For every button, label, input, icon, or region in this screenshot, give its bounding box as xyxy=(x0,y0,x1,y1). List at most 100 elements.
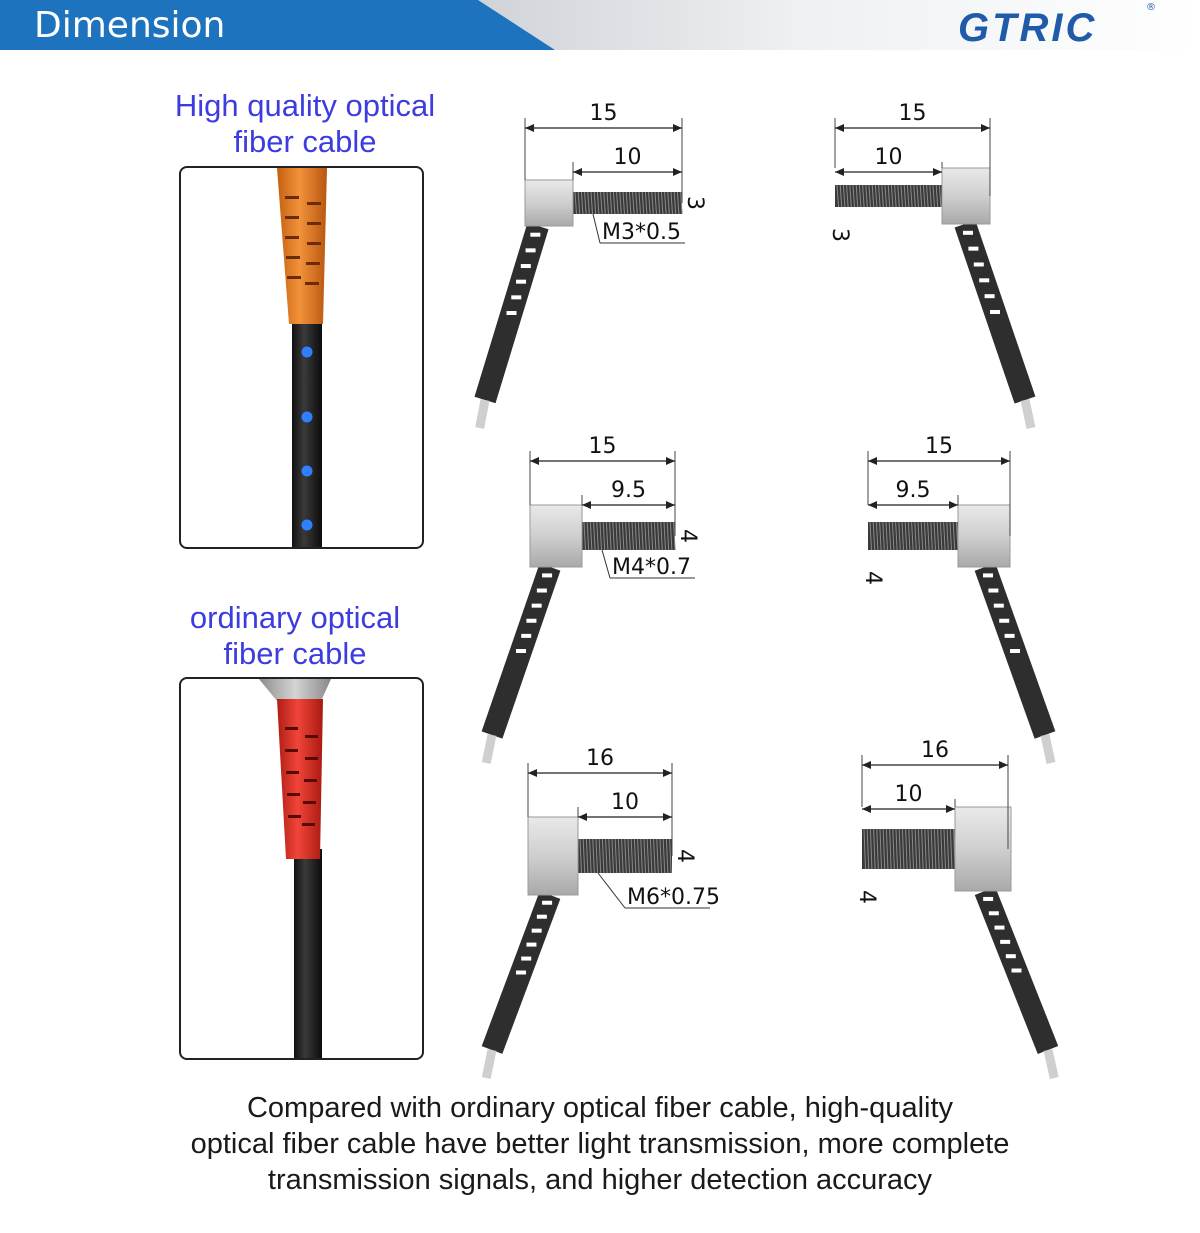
jacket-marking xyxy=(516,279,527,284)
thread-line xyxy=(657,191,661,215)
diameter-label: 4 xyxy=(854,890,879,904)
thread-line xyxy=(885,521,888,551)
header: Dimension GTRIC ® xyxy=(0,0,1200,50)
thread-line xyxy=(891,521,895,551)
thread-line xyxy=(878,184,881,208)
thread-line xyxy=(641,521,644,551)
arrowhead xyxy=(530,457,539,465)
thread-line xyxy=(624,838,627,874)
thread-line xyxy=(669,838,672,874)
arrowhead xyxy=(835,168,844,176)
total-length-label: 15 xyxy=(899,101,927,126)
thread-line xyxy=(611,838,614,874)
sensor-head xyxy=(527,816,579,896)
thread-line xyxy=(616,191,619,215)
ordinary-caption: ordinary optical fiber cable xyxy=(140,600,450,672)
orange-sleeve xyxy=(277,168,327,324)
jacket-marking xyxy=(983,896,994,901)
total-length-label: 16 xyxy=(586,746,614,771)
thread-line xyxy=(651,191,654,215)
thread-line xyxy=(618,521,622,551)
thread-line xyxy=(863,828,866,870)
thread-line xyxy=(839,184,843,208)
jacket-marking xyxy=(521,956,532,961)
thread-line xyxy=(647,521,650,551)
thread-line xyxy=(946,521,949,551)
thread-line xyxy=(858,184,862,208)
arrowhead xyxy=(578,813,587,821)
thread-line xyxy=(930,828,934,870)
thread-line xyxy=(949,828,953,870)
thread xyxy=(573,191,683,215)
sensor-head xyxy=(529,504,583,568)
jacket-marking xyxy=(984,294,995,299)
thread-line xyxy=(657,521,660,551)
jacket-marking xyxy=(531,928,542,933)
jacket-marking xyxy=(520,264,531,269)
thread-line xyxy=(637,521,641,551)
thread-line xyxy=(609,191,613,215)
thread-line xyxy=(869,521,872,551)
thread-spec-label: M6*0.75 xyxy=(627,885,720,910)
thread-line xyxy=(605,521,609,551)
fiber-core xyxy=(1043,1049,1059,1079)
arrowhead xyxy=(673,124,682,132)
diameter-label: 3 xyxy=(827,228,852,242)
thread-line xyxy=(660,191,664,215)
thread-line xyxy=(852,184,855,208)
thread-line xyxy=(869,828,873,870)
thread-line xyxy=(949,521,952,551)
thread-line xyxy=(866,828,870,870)
thread-line xyxy=(914,521,917,551)
arrowhead xyxy=(999,761,1008,769)
thread-spec-label: M3*0.5 xyxy=(602,220,681,245)
caption-line: High quality optical xyxy=(174,88,436,123)
thread-line xyxy=(929,184,932,208)
arrowhead xyxy=(525,124,534,132)
thread-line xyxy=(628,521,631,551)
thread-line xyxy=(913,184,916,208)
thread-line xyxy=(660,521,663,551)
thread-length-label: 9.5 xyxy=(896,478,931,503)
thread-line xyxy=(614,838,618,874)
thread-line xyxy=(904,521,908,551)
thread-line xyxy=(622,191,625,215)
thread-line xyxy=(673,191,677,215)
thread-line xyxy=(665,838,669,874)
diameter-label: 3 xyxy=(682,196,707,210)
thread-line xyxy=(906,184,910,208)
fiber-core xyxy=(475,399,490,429)
thread-line xyxy=(656,838,659,874)
thread-line xyxy=(885,828,889,870)
jacket-marking xyxy=(993,603,1004,608)
thread-line xyxy=(895,521,898,551)
thread-line xyxy=(849,184,852,208)
thread-line xyxy=(946,828,950,870)
thread-line xyxy=(911,521,914,551)
thread-line xyxy=(933,828,937,870)
summary-line: optical fiber cable have better light tr… xyxy=(190,1128,1010,1160)
fiber-core xyxy=(1020,399,1036,429)
thread-line xyxy=(921,828,924,870)
thread-line xyxy=(625,521,628,551)
thread-line xyxy=(882,828,886,870)
sensor-head xyxy=(941,167,991,225)
thread-line xyxy=(628,191,632,215)
jacket-marking xyxy=(542,573,553,578)
jacket-marking xyxy=(988,588,999,593)
thread-line xyxy=(646,838,650,874)
arrowhead xyxy=(582,501,591,509)
thread-line xyxy=(868,184,871,208)
thread-line xyxy=(908,828,911,870)
thread-line xyxy=(937,828,940,870)
dimension-drawing: 159.54 xyxy=(860,434,1056,764)
thread-line xyxy=(875,521,879,551)
thread-line xyxy=(920,521,924,551)
thread-line xyxy=(911,828,914,870)
thread-line xyxy=(586,521,590,551)
